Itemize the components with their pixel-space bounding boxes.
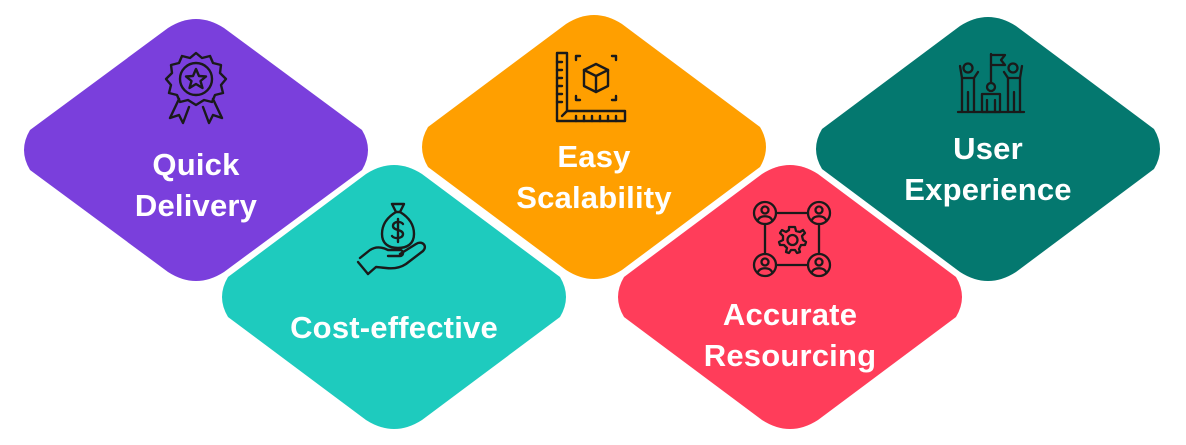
label-easy-scalability: Easy Scalability [494,136,694,218]
diamond-fill [422,15,766,279]
card-easy-scalability: Easy Scalability [416,6,772,288]
diamond-fill [24,19,368,281]
diamond-fill [618,165,962,429]
label-quick-delivery: Quick Delivery [96,144,296,226]
money-bag-hand-icon [356,200,434,278]
card-quick-delivery: Quick Delivery [18,10,374,290]
label-line-1: User [953,131,1023,166]
label-user-experience: User Experience [878,128,1098,210]
label-line-1: Easy [557,139,631,174]
award-badge-icon [162,50,230,126]
diamond-shape [816,17,1160,281]
label-line-2: Scalability [516,180,672,215]
diamond-fill [816,17,1160,281]
diamond-shape [422,15,766,279]
card-accurate-resourcing: Accurate Resourcing [612,156,968,438]
label-cost-effective: Cost-effective [256,307,532,348]
label-line-1: Accurate [722,297,858,332]
label-accurate-resourcing: Accurate Resourcing [680,294,900,376]
team-gear-network-icon [752,200,832,278]
label-line-2: Resourcing [703,338,877,373]
scale-ruler-cube-icon [554,50,628,124]
diamond-fill [222,165,566,429]
team-flag-icon [956,52,1026,114]
card-cost-effective: Cost-effective [216,156,572,438]
card-user-experience: User Experience [810,8,1166,290]
diamond-shape [24,19,368,281]
label-line-2: Experience [904,172,1072,207]
diamond-shape [618,165,962,429]
label-line-1: Cost-effective [290,310,498,345]
label-line-2: Delivery [134,188,258,223]
diamond-shape [222,165,566,429]
label-line-1: Quick [152,147,240,182]
